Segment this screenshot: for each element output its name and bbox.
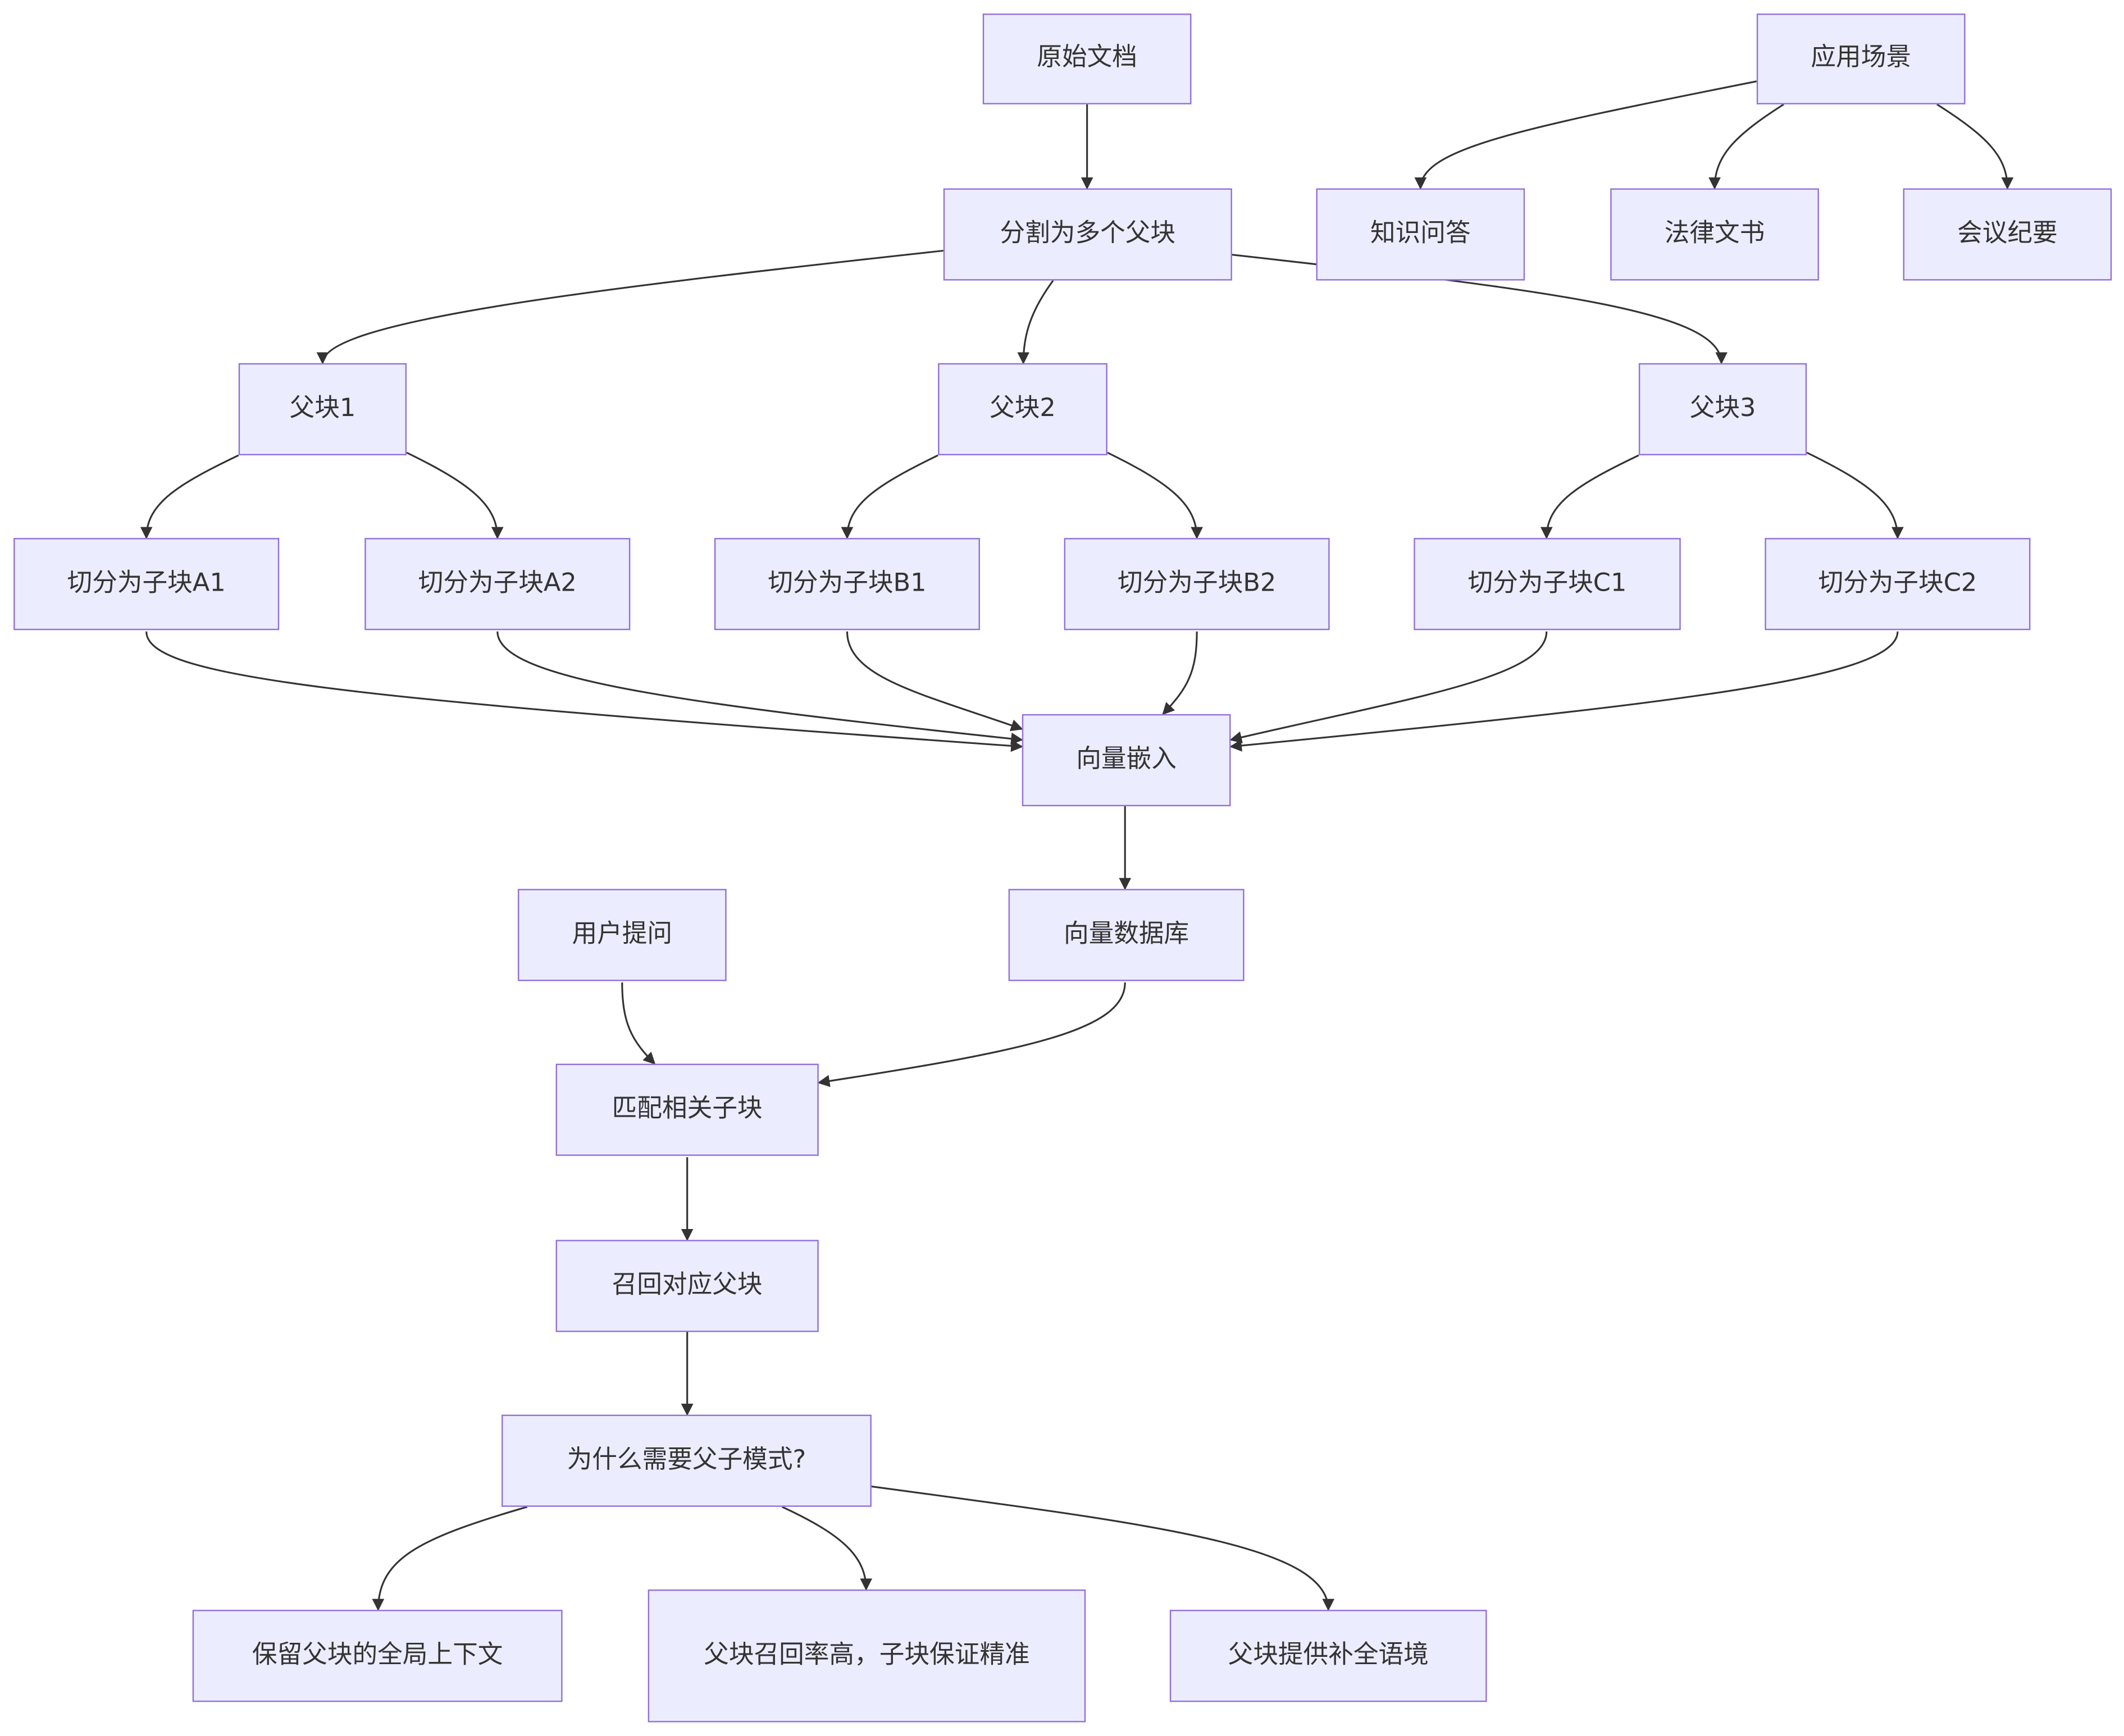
- edge-child-c1-to-vector-embed: [1229, 631, 1548, 743]
- node-meeting-minutes: 会议纪要: [1903, 188, 2112, 281]
- node-keep-context: 保留父块的全局上下文: [192, 1610, 563, 1702]
- edge-scenarios-to-meeting-minutes: [1936, 103, 2014, 190]
- node-user-query: 用户提问: [517, 889, 727, 981]
- edge-split-parents-to-parent1: [316, 249, 944, 364]
- node-complete-context: 父块提供补全语境: [1169, 1610, 1487, 1702]
- edge-parent3-to-child-c1: [1540, 454, 1639, 540]
- edge-split-parents-to-parent2: [1017, 280, 1054, 364]
- node-recall-parent: 召回对应父块: [555, 1240, 819, 1332]
- node-knowledge-qa: 知识问答: [1316, 188, 1525, 281]
- node-child-b2: 切分为子块B2: [1064, 538, 1330, 631]
- edge-why-to-keep-context: [372, 1506, 528, 1611]
- edge-user-query-to-match-children: [621, 982, 656, 1065]
- edge-scenarios-to-legal-docs: [1708, 103, 1785, 190]
- edge-parent3-to-child-c2: [1806, 451, 1904, 540]
- node-parent3: 父块3: [1638, 363, 1807, 455]
- node-child-a2: 切分为子块A2: [364, 538, 631, 631]
- node-why-parent-child: 为什么需要父子模式?: [501, 1414, 872, 1507]
- edge-why-to-complete-context: [871, 1486, 1335, 1611]
- edge-child-a1-to-vector-embed: [145, 631, 1023, 752]
- edge-parent1-to-child-a1: [140, 454, 239, 540]
- node-child-c2: 切分为子块C2: [1765, 538, 2031, 631]
- edge-why-to-recall-precision: [781, 1506, 873, 1591]
- node-vector-embed: 向量嵌入: [1022, 714, 1231, 807]
- node-parent2: 父块2: [938, 363, 1107, 455]
- edge-vector-db-to-match-children: [817, 982, 1126, 1088]
- node-child-c1: 切分为子块C1: [1414, 538, 1681, 631]
- node-scenarios: 应用场景: [1756, 13, 1966, 104]
- node-vector-db: 向量数据库: [1008, 889, 1245, 981]
- node-child-b1: 切分为子块B1: [714, 538, 980, 631]
- edge-scenarios-to-knowledge-qa: [1414, 80, 1757, 190]
- node-child-a1: 切分为子块A1: [13, 538, 280, 631]
- edge-child-c2-to-vector-embed: [1229, 631, 1899, 752]
- node-recall-precision: 父块召回率高，子块保证精准: [648, 1589, 1086, 1723]
- edge-child-a2-to-vector-embed: [496, 631, 1023, 745]
- node-match-children: 匹配相关子块: [555, 1063, 819, 1156]
- node-split-parents: 分割为多个父块: [943, 188, 1232, 281]
- node-parent1: 父块1: [238, 363, 407, 455]
- edge-child-b1-to-vector-embed: [846, 631, 1023, 732]
- edge-parent2-to-child-b1: [841, 454, 938, 540]
- node-original-doc: 原始文档: [982, 13, 1192, 104]
- node-legal-docs: 法律文书: [1610, 188, 1819, 281]
- edge-parent2-to-child-b2: [1107, 451, 1203, 540]
- edge-parent1-to-child-a2: [406, 451, 504, 540]
- edge-child-b2-to-vector-embed: [1162, 631, 1198, 715]
